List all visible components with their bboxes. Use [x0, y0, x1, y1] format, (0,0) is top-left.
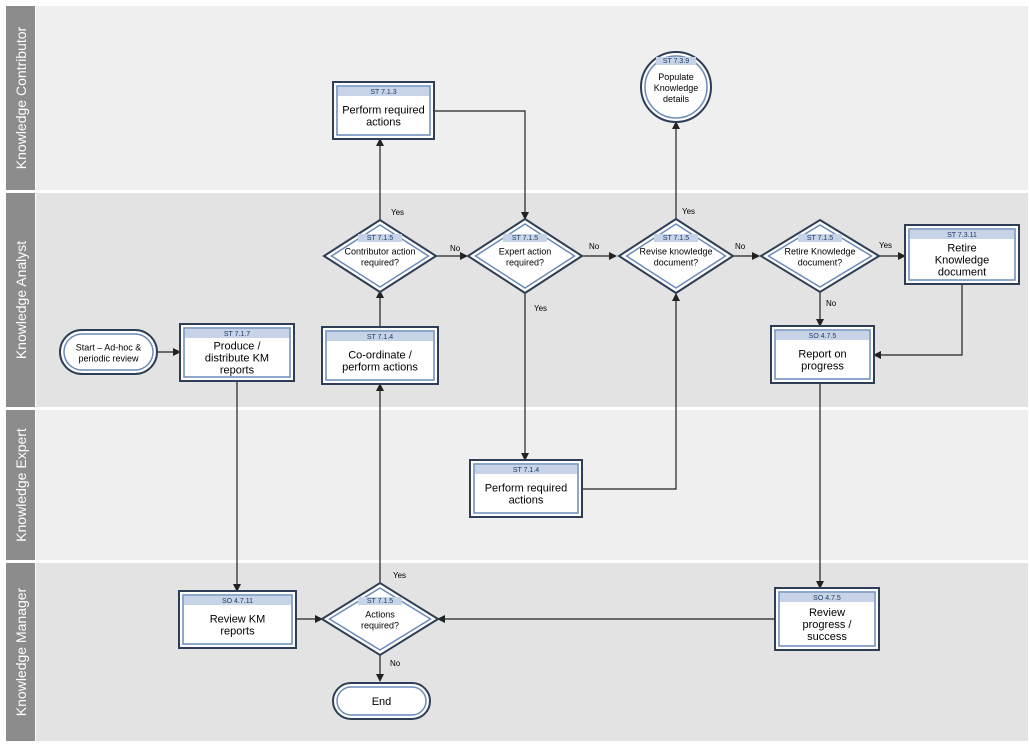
node-label: reports [220, 626, 255, 638]
node-ref: SO 4.7.5 [809, 333, 837, 340]
label-no: No [450, 244, 461, 253]
lane-knowledge-contributor: Knowledge Contributor [6, 6, 1028, 190]
label-yes: Yes [534, 304, 547, 313]
node-label: Knowledge [654, 83, 699, 93]
node-label: Retire [947, 243, 976, 255]
node-label: Contributor action [344, 247, 415, 257]
node-label: required? [361, 621, 399, 631]
node-ref: ST 7.1.4 [367, 334, 393, 341]
node-ref: SO 4.7.11 [222, 598, 253, 605]
label-yes: Yes [682, 207, 695, 216]
lane-label: Knowledge Analyst [13, 241, 29, 359]
label-no: No [826, 299, 837, 308]
node-label: Start – Ad-hoc & [76, 343, 142, 353]
node-label: End [372, 696, 392, 708]
node-end: End [332, 682, 431, 720]
edge-perform-revise [582, 293, 680, 490]
node-ref: ST 7.3.9 [663, 58, 689, 65]
label-no: No [390, 659, 401, 668]
node-label: Perform required [342, 105, 425, 117]
node-label: actions [366, 117, 401, 129]
lane-label: Knowledge Contributor [13, 26, 29, 169]
node-ref: ST 7.1.5 [512, 235, 538, 242]
node-label: actions [509, 495, 544, 507]
node-label: Expert action [499, 247, 552, 257]
node-label: details [663, 94, 690, 104]
lane-label: Knowledge Expert [13, 428, 29, 542]
node-ref: ST 7.3.11 [947, 232, 977, 239]
edge-perform-expert [434, 110, 529, 220]
label-no: No [589, 242, 600, 251]
node-label: document [938, 267, 986, 279]
node-label: Produce / [213, 341, 261, 353]
node-start: Start – Ad-hoc &periodic review [59, 329, 158, 375]
node-coordinate: ST 7.1.4Co-ordinate /perform actions [321, 326, 439, 385]
node-label: Retire Knowledge [784, 247, 855, 257]
node-label: progress [801, 361, 844, 373]
node-ref: ST 7.1.3 [370, 89, 396, 96]
label-no: No [735, 242, 746, 251]
node-ref: ST 7.1.5 [663, 235, 689, 242]
node-label: Review [809, 607, 845, 619]
node-ref: ST 7.1.7 [224, 331, 250, 338]
node-ref: ST 7.1.4 [513, 467, 539, 474]
edge-labels: Yes No Yes No Yes No Yes No Yes No [390, 207, 892, 668]
node-label: document? [654, 258, 699, 268]
node-label: required? [506, 258, 544, 268]
node-label: document? [798, 258, 843, 268]
node-ref: ST 7.1.5 [367, 235, 393, 242]
label-yes: Yes [391, 208, 404, 217]
node-label: Actions [365, 610, 395, 620]
node-ref: ST 7.1.5 [807, 235, 833, 242]
node-label: Perform required [485, 483, 568, 495]
node-label: success [807, 631, 847, 643]
node-label: Report on [798, 349, 846, 361]
node-ref: ST 7.1.5 [367, 598, 393, 605]
node-label: distribute KM [205, 353, 269, 365]
node-label: reports [220, 365, 255, 377]
edges [157, 110, 963, 682]
node-ref: SO 4.7.5 [813, 595, 841, 602]
node-label: perform actions [342, 362, 418, 374]
node-label: periodic review [78, 354, 139, 364]
node-label: Knowledge [935, 255, 989, 267]
node-label: Revise knowledge [639, 247, 712, 257]
node-label: required? [361, 258, 399, 268]
node-label: progress / [803, 619, 853, 631]
label-yes: Yes [879, 241, 892, 250]
node-label: Co-ordinate / [348, 350, 413, 362]
lane-label: Knowledge Manager [13, 587, 29, 716]
node-label: Review KM [210, 614, 266, 626]
label-yes: Yes [393, 571, 406, 580]
node-label: Populate [658, 72, 694, 82]
edge-retire-report [873, 284, 963, 359]
